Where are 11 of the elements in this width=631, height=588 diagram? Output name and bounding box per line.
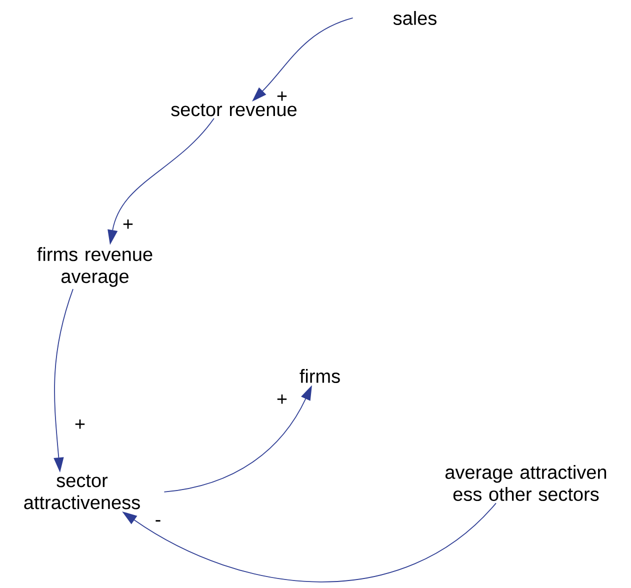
variable-label: sector revenue: [171, 104, 296, 116]
edge-label: +: [275, 394, 289, 406]
variable-label: firms revenue average: [37, 247, 152, 287]
edge-label: -: [154, 519, 162, 527]
variable-label: average attractiven ess other sectors: [445, 465, 606, 501]
edge-label: +: [121, 218, 135, 232]
edge-label: +: [275, 90, 289, 104]
variable-label: firms: [300, 369, 340, 383]
variable-label: sales: [393, 11, 436, 25]
edge-label: +: [73, 418, 87, 432]
variable-label: sector attractiveness: [24, 474, 140, 510]
